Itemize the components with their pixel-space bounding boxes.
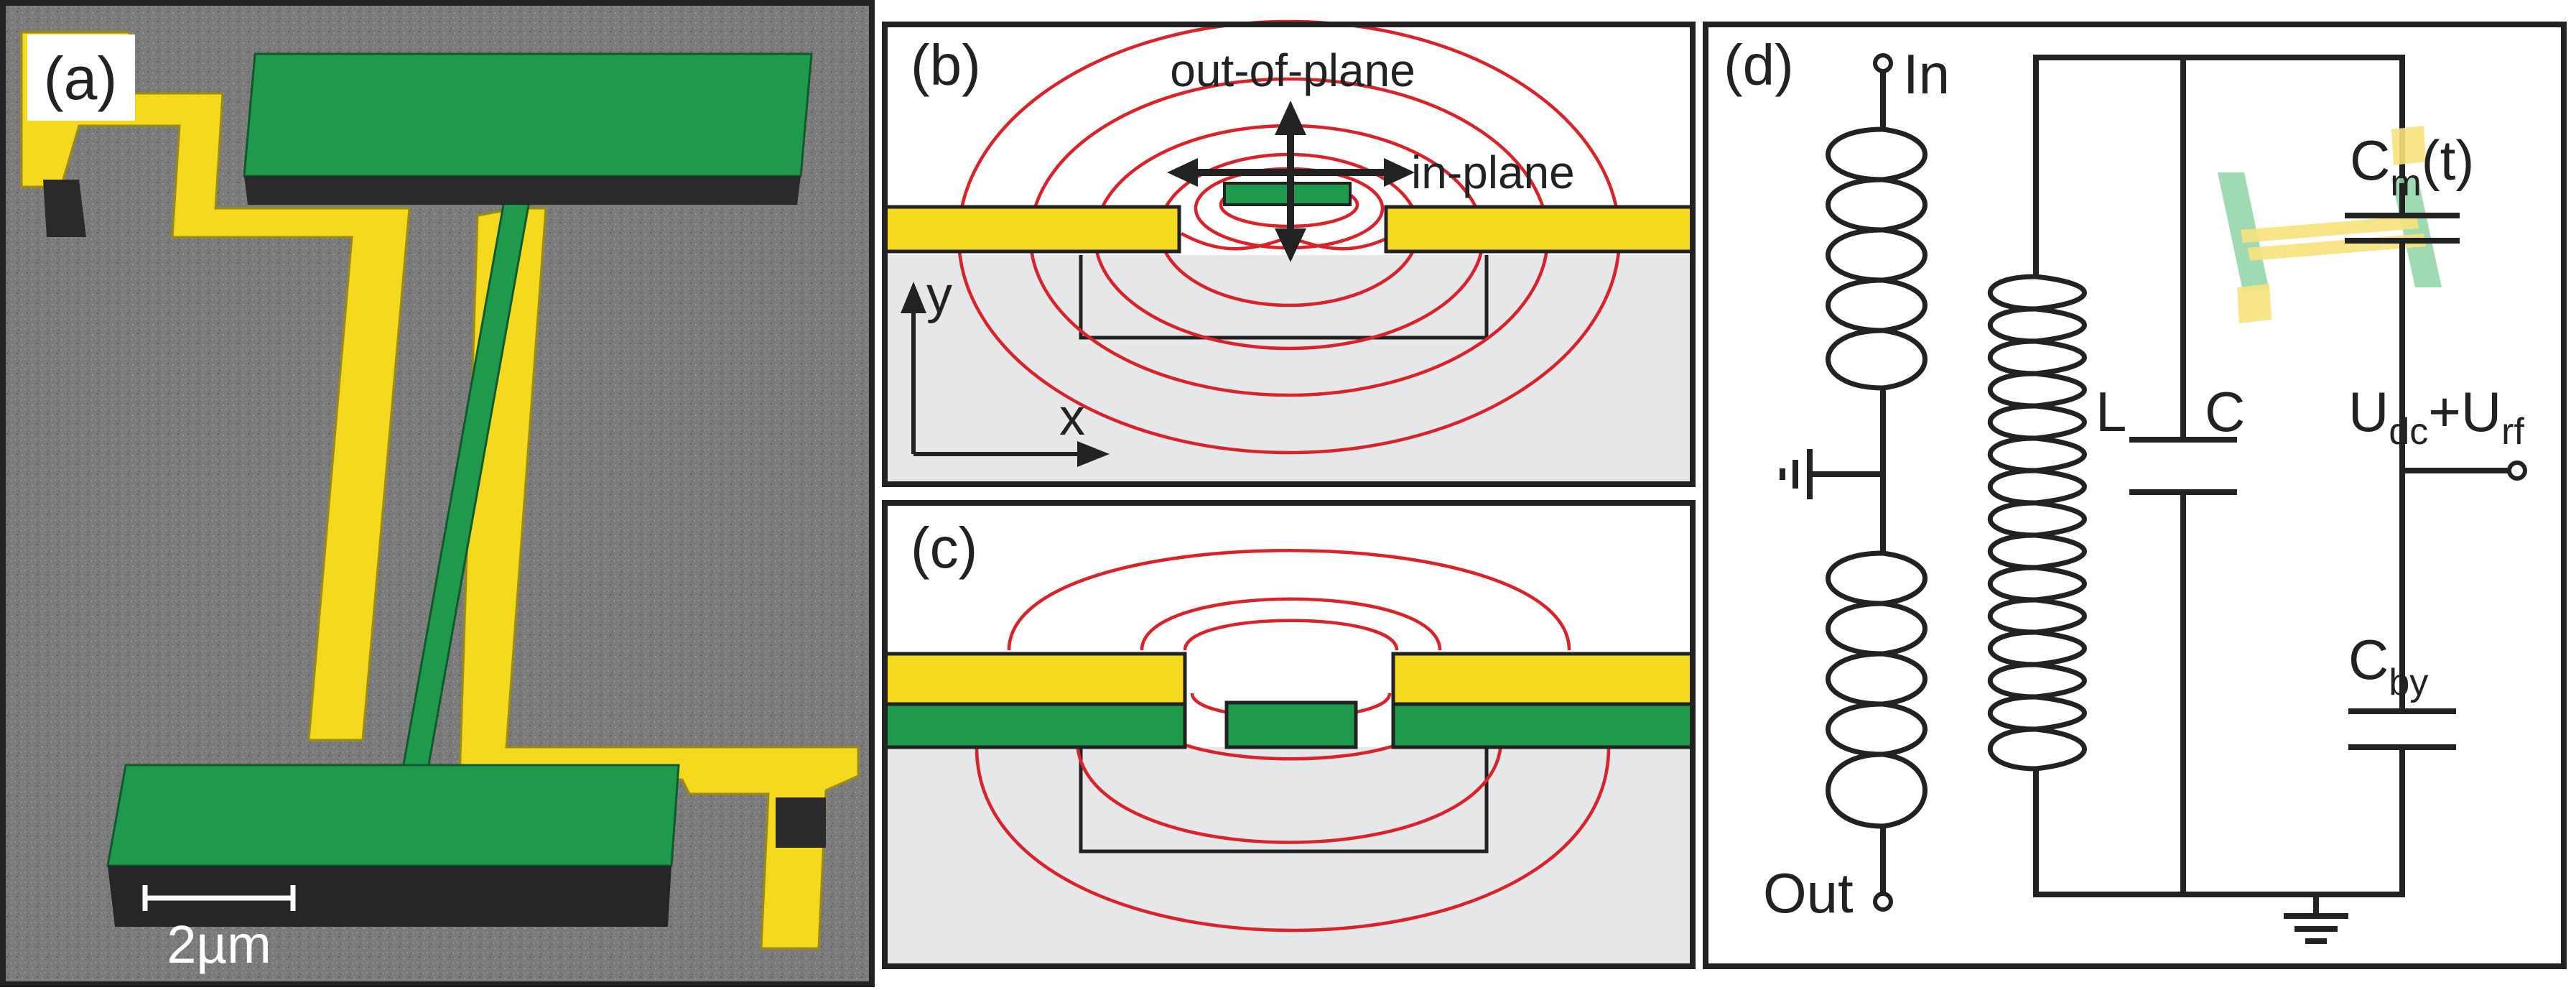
label-L: L [2096, 380, 2126, 443]
label-C: C [2205, 380, 2245, 443]
panel-d: (d) In Out [1703, 22, 2567, 969]
panel-b-frame [882, 22, 1696, 487]
panel-d-frame [1703, 22, 2567, 969]
panel-d-tag: (d) [1724, 33, 1794, 97]
label-Udc-Urf: Udc+Urf [2348, 380, 2524, 453]
panel-d-bg [1706, 24, 2564, 966]
panel-c-substrate [885, 747, 1693, 966]
panel-b-tag: (b) [911, 33, 981, 97]
bottom-pad-shadow [108, 866, 671, 927]
top-anchor-pad [243, 52, 813, 177]
inductor-L-icon [1988, 274, 2087, 772]
capacitor-C-icon [2129, 437, 2237, 495]
panel-a: (a) 2µm [0, 0, 875, 987]
panel-b: out-of-plane in-plane y x (b) [882, 19, 1696, 487]
mechanical-capacitor-icon [2218, 126, 2460, 665]
axes-icon [901, 282, 1110, 467]
primary-coil-lower-icon [1826, 550, 1928, 829]
panel-c-right-layer [1391, 702, 1695, 749]
panel-a-frame [0, 0, 875, 987]
bottom-anchor-pad [106, 764, 680, 867]
bypass-capacitor-icon [2348, 665, 2456, 750]
panel-c: (c) [882, 500, 1696, 969]
panel-a-tag-bg [27, 34, 135, 121]
label-in: In [1903, 42, 1950, 106]
terminal-out [1873, 892, 1893, 912]
panel-a-tag: (a) [44, 45, 118, 112]
terminal-bias [2507, 461, 2527, 481]
shadow-right [776, 797, 826, 848]
label-out-of-plane: out-of-plane [1170, 45, 1415, 96]
panel-c-right-electrode [1391, 652, 1695, 706]
panel-b-left-electrode [883, 205, 1181, 254]
panel-c-left-layer [883, 702, 1187, 749]
right-electrode [458, 207, 860, 950]
primary-coil-upper-icon [1826, 126, 1928, 391]
label-Cby: Cby [2348, 628, 2428, 703]
scale-bar-label: 2µm [167, 915, 271, 974]
top-pad-shadow [244, 176, 801, 205]
label-in-plane: in-plane [1411, 147, 1575, 198]
panel-c-beam [1224, 700, 1358, 749]
resonator-bottom-wire [2033, 747, 2405, 897]
panel-c-frame [882, 500, 1696, 969]
panel-c-trench [1079, 747, 1489, 853]
panel-b-substrate [885, 255, 1693, 484]
panel-b-trench [1079, 255, 1489, 340]
label-Cm: Cm(t) [2350, 129, 2474, 204]
arrow-in-plane [1167, 158, 1415, 187]
axis-y-label: y [926, 267, 952, 324]
resonator-top-wire [2033, 55, 2405, 277]
label-out: Out [1763, 861, 1854, 925]
panel-c-tag: (c) [911, 516, 977, 580]
terminal-in [1873, 53, 1893, 73]
panel-c-left-electrode [883, 652, 1187, 706]
shadow-left [43, 180, 86, 237]
left-electrode [20, 31, 411, 741]
ground-icon [2284, 894, 2348, 944]
arrow-out-of-plane [1275, 101, 1306, 262]
ground-tap-icon [1780, 449, 1883, 499]
panel-b-right-electrode [1384, 205, 1695, 254]
axis-x-label: x [1059, 389, 1085, 446]
